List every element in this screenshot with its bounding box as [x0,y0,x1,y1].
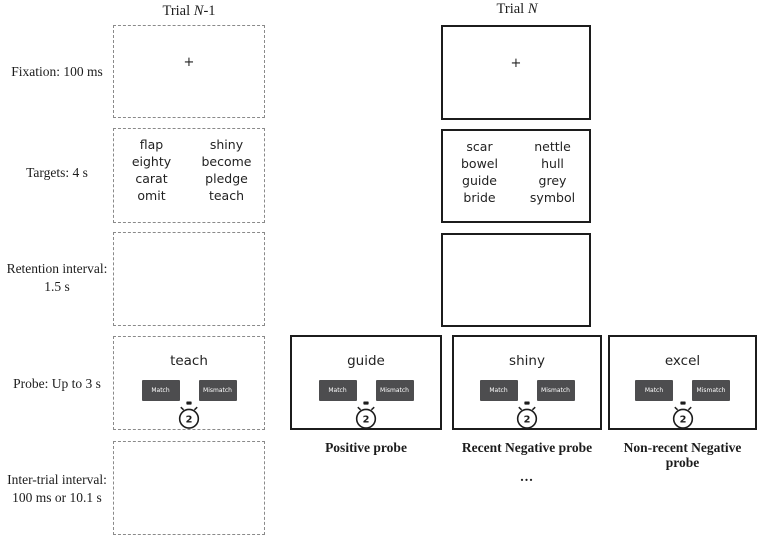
response-button-row: Match Mismatch [454,380,600,401]
target-word: nettle [534,139,571,154]
trial-current-retention-screen [441,233,591,327]
row-label-fixation: Fixation: 100 ms [11,64,103,79]
row-label-retention: Retention interval: 1.5 s [6,261,108,294]
target-word: grey [538,173,567,188]
target-word-column-2: nettle hull grey symbol [516,138,589,206]
response-button-row: Match Mismatch [292,380,440,401]
target-word: pledge [205,171,248,186]
fixation-cross: + [510,56,522,71]
nonrecent-negative-probe-screen: excel Match Mismatch 2 [608,335,757,430]
timer-countdown-value: 2 [679,415,686,426]
target-word-list: flap eighty carat omit shiny become pled… [114,136,264,204]
target-word: flap [139,137,164,152]
probe-word: teach [170,353,208,369]
target-word: carat [135,171,168,186]
trial-current-targets-screen: scar bowel guide bride nettle hull grey … [441,129,591,223]
trial-prev-header-var: N [193,3,204,19]
trial-prev-fixation-screen: + [113,25,265,118]
row-label-probe: Probe: Up to 3 s [13,376,101,391]
timer-countdown-value: 2 [363,415,370,426]
target-word: hull [541,156,564,171]
probe-word: shiny [509,353,545,369]
target-word-column-1: scar bowel guide bride [443,138,516,206]
target-word: symbol [529,190,576,205]
trial-prev-targets-screen: flap eighty carat omit shiny become pled… [113,128,265,223]
row-label-targets: Targets: 4 s [26,165,88,180]
trial-prev-probe-screen: teach Match Mismatch 2 [113,336,265,430]
target-word: become [201,154,252,169]
target-word: shiny [209,137,244,152]
timer-countdown-value: 2 [524,415,531,426]
response-button-row: Match Mismatch [114,380,264,401]
timer-icon: 2 [178,401,200,429]
trial-current-header-prefix: Trial [496,1,528,17]
mismatch-button[interactable]: Mismatch [375,380,414,401]
recent-negative-probe-caption: Recent Negative probe [461,440,593,455]
target-word: scar [466,139,493,154]
match-button[interactable]: Match [318,380,357,401]
target-word-column-1: flap eighty carat omit [114,136,189,204]
probe-word: excel [664,353,701,369]
target-word-column-2: shiny become pledge teach [189,136,264,204]
match-button[interactable]: Match [479,380,518,401]
timer-icon: 2 [355,401,377,429]
positive-probe-screen: guide Match Mismatch 2 [290,335,442,430]
target-word: guide [462,173,497,188]
mismatch-button[interactable]: Mismatch [692,380,730,401]
fixation-cross: + [183,55,195,70]
mismatch-button[interactable]: Mismatch [198,380,237,401]
response-button-row: Match Mismatch [610,380,755,401]
timer-icon: 2 [672,401,693,429]
target-word: bride [463,190,496,205]
recent-negative-probe-screen: shiny Match Mismatch 2 [452,335,602,430]
target-word: omit [137,188,166,203]
trial-prev-header-suffix: -1 [203,3,216,19]
target-word-list: scar bowel guide bride nettle hull grey … [443,138,589,206]
positive-probe-caption: Positive probe [325,440,407,455]
trial-current-header: Trial N [441,1,593,18]
trial-prev-retention-screen [113,232,265,326]
target-word: teach [208,188,245,203]
match-button[interactable]: Match [635,380,673,401]
target-word: eighty [131,154,172,169]
trial-prev-header-prefix: Trial [162,3,194,19]
trial-prev-header: Trial N-1 [113,3,265,20]
continuation-ellipsis: ... [520,470,534,485]
target-word: bowel [461,156,498,171]
timer-countdown-value: 2 [186,415,193,426]
trial-current-header-var: N [527,1,538,17]
trial-prev-iti-screen [113,441,265,535]
nonrecent-negative-probe-caption: Non-recent Negative probe [623,440,742,470]
timer-icon: 2 [516,401,538,429]
match-button[interactable]: Match [141,380,180,401]
trial-current-fixation-screen: + [441,25,591,120]
mismatch-button[interactable]: Mismatch [536,380,575,401]
probe-word: guide [347,353,385,369]
row-label-iti: Inter-trial interval: 100 ms or 10.1 s [7,472,107,505]
